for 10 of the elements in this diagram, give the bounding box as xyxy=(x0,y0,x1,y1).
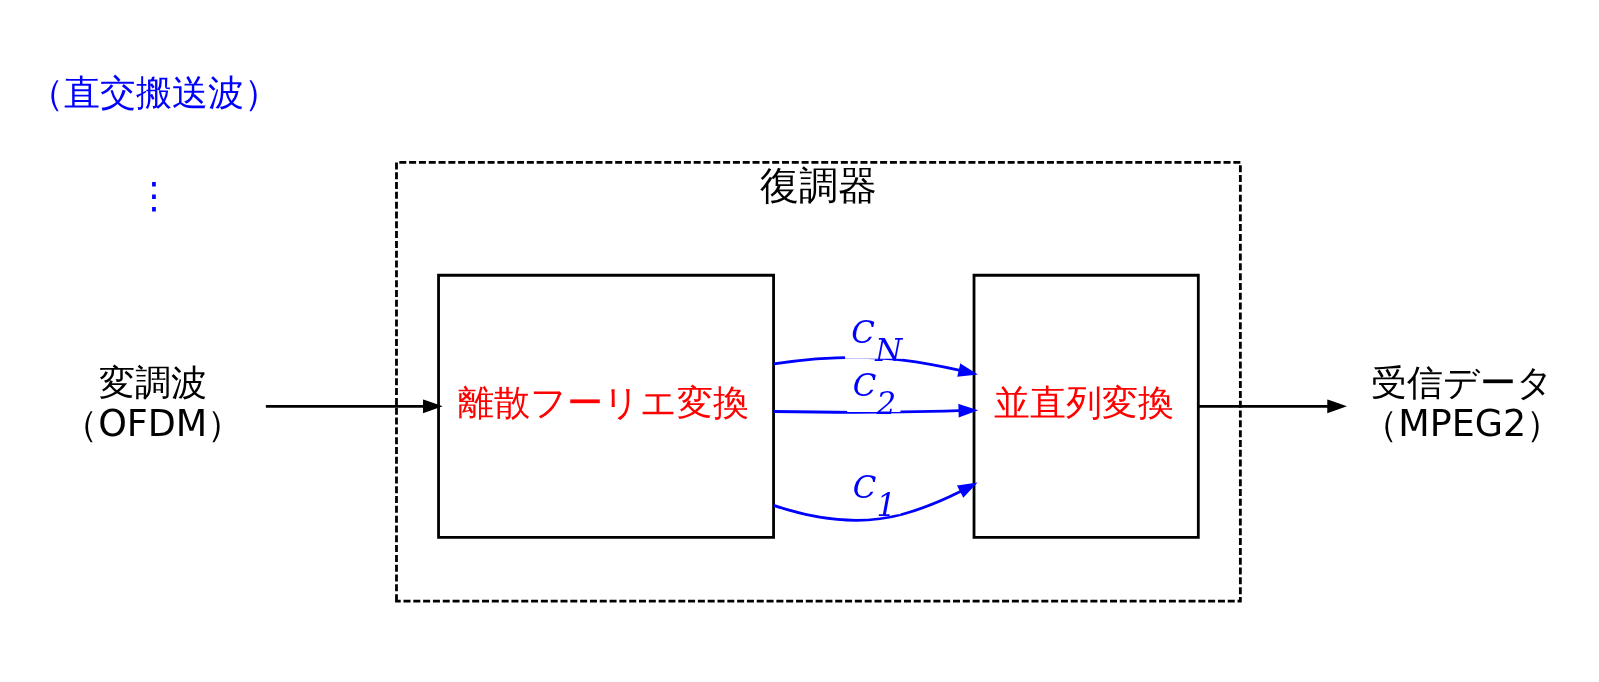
node-box: 離散フーリエ変換 xyxy=(437,273,775,539)
label: ⋮ xyxy=(135,173,173,217)
arrow xyxy=(773,403,979,418)
label: （直交搬送波） xyxy=(27,70,280,114)
node-text: 変調波 （OFDM） xyxy=(62,360,244,444)
node-box: 並直列変換 xyxy=(972,273,1200,539)
arrow xyxy=(265,398,443,413)
node-text: 受信データ （MPEG2） xyxy=(1362,360,1563,444)
arrow xyxy=(773,482,978,522)
arrow xyxy=(1198,398,1347,413)
